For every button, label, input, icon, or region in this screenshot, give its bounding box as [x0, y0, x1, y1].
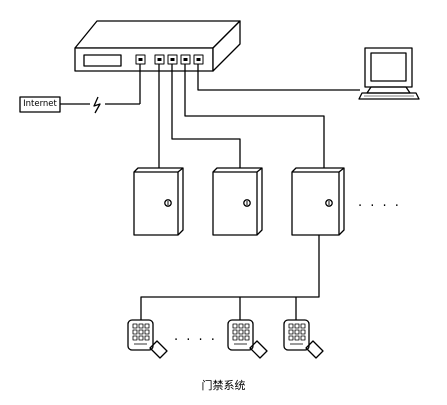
cable-computer	[197, 64, 360, 91]
reader-bus	[140, 235, 320, 320]
lightning-icon	[93, 96, 101, 114]
computer	[358, 47, 420, 100]
controller-1	[133, 167, 184, 236]
network-switch	[74, 20, 241, 72]
card-icon	[305, 340, 324, 359]
card-reader-3	[283, 319, 324, 359]
card-reader-1	[127, 319, 168, 359]
cable-controller-3	[184, 64, 325, 170]
more-readers-ellipsis: · · · ·	[174, 333, 217, 348]
internet-label: Internet	[23, 99, 57, 109]
diagram-caption: 门禁系统	[201, 379, 246, 392]
card-icon	[249, 340, 268, 359]
port-pins	[138, 58, 201, 61]
controller-3	[291, 167, 345, 236]
card-reader-2	[227, 319, 268, 359]
more-controllers-ellipsis: · · · ·	[358, 199, 401, 214]
cable-controller-2	[171, 64, 241, 170]
switch-display	[83, 54, 122, 67]
card-icon	[149, 340, 168, 359]
controller-2	[212, 167, 263, 236]
